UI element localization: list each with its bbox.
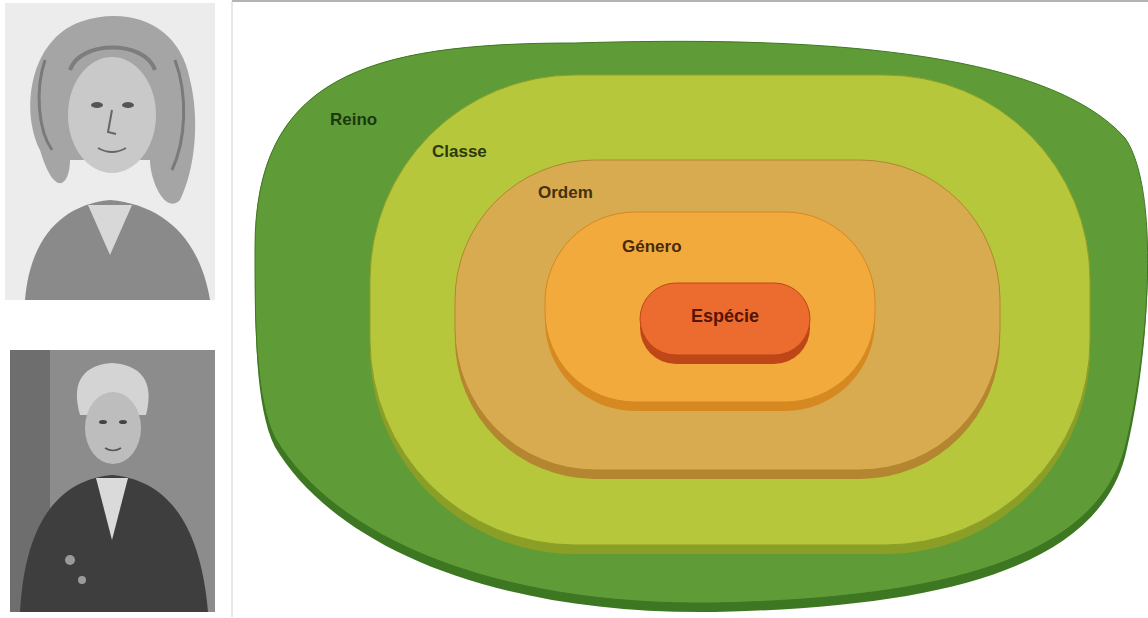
rank-label-box: Espécie (691, 306, 759, 326)
painted-portrait (10, 350, 215, 612)
rank-label: Classe (432, 142, 487, 162)
rank-label-box: Ordem (538, 183, 593, 203)
top-rule (232, 0, 1148, 2)
panel-rule (232, 1, 233, 617)
genus-band: GéneroEspécie (545, 212, 875, 402)
order-band: OrdemGéneroEspécie (455, 160, 1000, 470)
species-disc: Espécie (640, 283, 810, 355)
class-band: ClasseOrdemGéneroEspécie (370, 75, 1090, 545)
rank-label-box: Género (622, 237, 682, 257)
rank-label: Espécie (691, 306, 759, 326)
engraved-portrait (5, 3, 215, 300)
rank-label-box: Classe (432, 142, 487, 162)
rank-label: Reino (330, 110, 377, 130)
rank-label-box: Reino (330, 110, 377, 130)
kingdom-band: ReinoClasseOrdemGéneroEspécie (245, 18, 1148, 603)
rank-label: Género (622, 237, 682, 257)
rank-label: Ordem (538, 183, 593, 203)
